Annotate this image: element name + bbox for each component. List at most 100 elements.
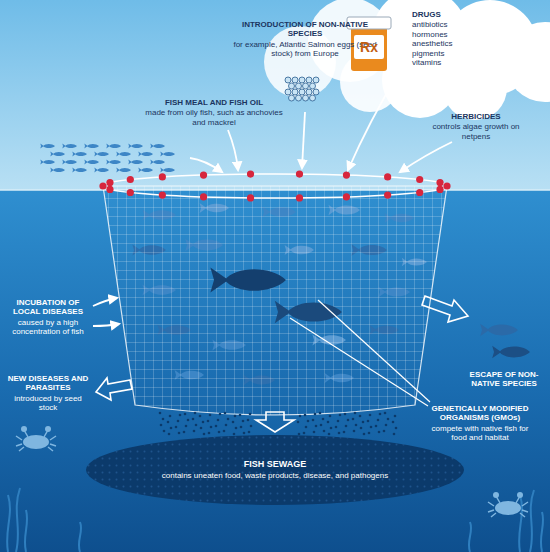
waste-particle — [170, 427, 173, 430]
waste-particle — [217, 419, 220, 422]
waste-particle — [168, 433, 171, 436]
waste-particle — [195, 424, 198, 427]
small-fish — [62, 160, 77, 165]
small-fish — [116, 168, 131, 173]
waste-particle — [210, 426, 213, 429]
small-fish — [94, 152, 109, 157]
cloud — [264, 0, 550, 120]
crab-legs — [16, 430, 56, 451]
waste-particle — [335, 426, 338, 429]
waste-particles — [159, 412, 398, 436]
waste-particle — [249, 413, 252, 416]
callout-text: caused by a high concentration of fish — [6, 318, 90, 337]
waste-particle — [219, 413, 222, 416]
gmo-fish — [210, 267, 342, 323]
buoy — [99, 171, 450, 202]
waste-particle — [209, 414, 212, 417]
small-fish — [40, 160, 55, 165]
small-fish — [50, 168, 65, 173]
crab-claw — [21, 426, 27, 432]
waste-particle — [313, 431, 316, 434]
waste-particle — [192, 418, 195, 421]
egg — [285, 89, 291, 95]
waste-particle — [248, 431, 251, 434]
buoy — [443, 182, 450, 189]
callout-text: made from oily fish, such as anchovies a… — [138, 108, 290, 127]
gmo-fish — [210, 267, 286, 292]
waste-particle — [387, 418, 390, 421]
waste-particle — [327, 421, 330, 424]
waste-particle — [202, 421, 205, 424]
waste-particle — [395, 427, 398, 430]
small-fish — [160, 152, 175, 157]
waste-particle — [184, 413, 187, 416]
callout-heading: Rx — [354, 39, 384, 56]
buoy — [159, 173, 166, 180]
egg — [299, 77, 305, 83]
callout-heading: INCUBATION OF LOCAL DISEASES — [6, 298, 90, 317]
waste-particle — [347, 419, 350, 422]
waste-particle — [363, 433, 366, 436]
waste-particle — [343, 431, 346, 434]
waste-particle — [227, 418, 230, 421]
waste-particle — [160, 424, 163, 427]
callout-heading: NEW DISEASES AND PARASITES — [6, 374, 90, 393]
waste-particle — [247, 419, 250, 422]
waste-particle — [328, 433, 331, 436]
crab — [16, 426, 528, 517]
waste-particle — [298, 433, 301, 436]
callout-heading: DRUGS — [412, 10, 522, 19]
waste-particle — [297, 421, 300, 424]
buoy — [247, 194, 254, 201]
small-fish — [128, 160, 143, 165]
small-fish — [160, 168, 175, 173]
waste-particle — [369, 414, 372, 417]
callout-heading: FISH MEAL AND FISH OIL — [138, 98, 290, 107]
waste-particle — [383, 430, 386, 433]
float-ring — [103, 174, 447, 198]
waste-particle — [179, 414, 182, 417]
egg — [292, 77, 298, 83]
waste-particle — [330, 427, 333, 430]
waste-particle — [235, 427, 238, 430]
small-fish — [62, 144, 77, 149]
output-arrow — [96, 296, 468, 432]
egg — [313, 89, 319, 95]
buoy — [200, 193, 207, 200]
callout-text: introduced by seed stock — [6, 394, 90, 413]
waste-particle — [167, 421, 170, 424]
waste-particle — [314, 413, 317, 416]
waste-particle — [303, 432, 306, 435]
waste-particle — [367, 420, 370, 423]
buoy — [416, 176, 423, 183]
waste-particle — [232, 421, 235, 424]
buoy — [127, 176, 134, 183]
waste-particle — [203, 433, 206, 436]
egg — [303, 83, 309, 89]
waste-particle — [194, 412, 197, 415]
waste-particle — [312, 419, 315, 422]
egg — [299, 89, 305, 95]
waste-particle — [319, 412, 322, 415]
small-fish — [138, 152, 153, 157]
waste-particle — [307, 420, 310, 423]
waste-particle — [320, 424, 323, 427]
waste-particle — [225, 424, 228, 427]
crab-legs — [488, 496, 528, 517]
salmon-eggs — [285, 77, 319, 101]
small-fish — [84, 144, 99, 149]
callout-heading: HERBICIDES — [420, 112, 532, 121]
waste-particle — [207, 420, 210, 423]
buoy — [343, 193, 350, 200]
waste-particle — [384, 412, 387, 415]
crab-claw — [45, 426, 51, 432]
waste-particle — [394, 415, 397, 418]
waste-particle — [375, 425, 378, 428]
escaped-fish — [492, 346, 530, 359]
waste-particle — [305, 426, 308, 429]
small-fish — [94, 168, 109, 173]
waste-particle — [353, 430, 356, 433]
waste-particle — [193, 430, 196, 433]
waste-particle — [178, 432, 181, 435]
buoy — [159, 191, 166, 198]
